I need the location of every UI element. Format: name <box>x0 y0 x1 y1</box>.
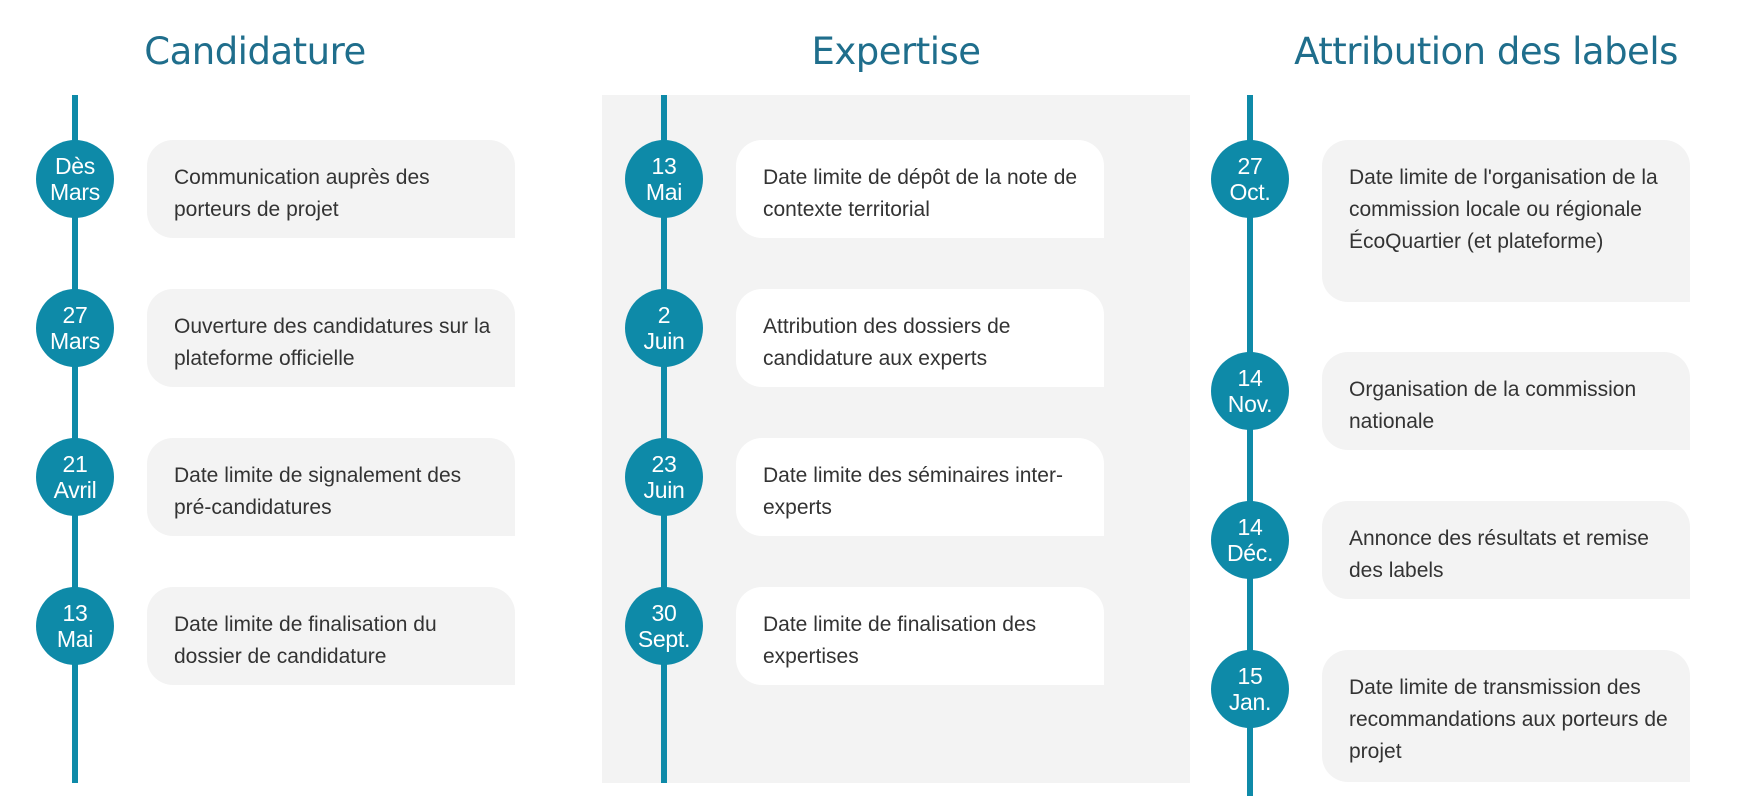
date-month: Déc. <box>1226 540 1274 566</box>
date-badge: 21 Avril <box>36 438 114 516</box>
event-card: Date limite de dépôt de la note de conte… <box>736 140 1104 238</box>
date-day: 23 <box>651 451 677 477</box>
date-badge: Dès Mars <box>36 140 114 218</box>
date-badge: 2 Juin <box>625 289 703 367</box>
event-card: Date limite de signalement des pré-candi… <box>147 438 515 536</box>
date-day: 27 <box>62 302 88 328</box>
event-card: Ouverture des candidatures sur la platef… <box>147 289 515 387</box>
date-month: Avril <box>53 477 97 503</box>
date-day: Dès <box>54 153 95 179</box>
date-day: 14 <box>1237 365 1263 391</box>
date-badge: 27 Mars <box>36 289 114 367</box>
column-title: Expertise <box>811 30 981 73</box>
event-card: Date limite de l'organisation de la comm… <box>1322 140 1690 302</box>
date-badge: 15 Jan. <box>1211 650 1289 728</box>
date-month: Sept. <box>637 626 691 652</box>
date-badge: 30 Sept. <box>625 587 703 665</box>
date-badge: 13 Mai <box>625 140 703 218</box>
event-card: Date limite de finalisation du dossier d… <box>147 587 515 685</box>
date-badge: 23 Juin <box>625 438 703 516</box>
date-month: Juin <box>643 477 685 503</box>
date-month: Nov. <box>1227 391 1273 417</box>
date-month: Mai <box>645 179 683 205</box>
date-month: Mars <box>50 328 100 354</box>
event-card: Attribution des dossiers de candidature … <box>736 289 1104 387</box>
date-badge: 13 Mai <box>36 587 114 665</box>
date-month: Mars <box>50 179 100 205</box>
date-day: 13 <box>651 153 677 179</box>
date-badge: 14 Déc. <box>1211 501 1289 579</box>
event-card: Date limite de transmission des recomman… <box>1322 650 1690 782</box>
date-month: Juin <box>643 328 685 354</box>
column-title: Candidature <box>144 30 366 73</box>
date-badge: 14 Nov. <box>1211 352 1289 430</box>
date-day: 2 <box>657 302 671 328</box>
event-card: Date limite de finalisation des expertis… <box>736 587 1104 685</box>
column-expertise: Expertise 13 Mai Date limite de dépôt de… <box>602 0 1190 796</box>
date-day: 13 <box>62 600 88 626</box>
event-card: Organisation de la commission nationale <box>1322 352 1690 450</box>
date-day: 21 <box>62 451 88 477</box>
column-candidature: Candidature Dès Mars Communication auprè… <box>0 0 580 796</box>
timeline-line <box>1247 95 1253 796</box>
column-title: Attribution des labels <box>1294 30 1678 73</box>
date-day: 15 <box>1237 663 1263 689</box>
date-day: 14 <box>1237 514 1263 540</box>
date-month: Jan. <box>1228 689 1272 715</box>
date-badge: 27 Oct. <box>1211 140 1289 218</box>
event-card: Communication auprès des porteurs de pro… <box>147 140 515 238</box>
event-card: Annonce des résultats et remise des labe… <box>1322 501 1690 599</box>
date-day: 30 <box>651 600 677 626</box>
event-card: Date limite des séminaires inter-experts <box>736 438 1104 536</box>
date-month: Mai <box>56 626 94 652</box>
date-month: Oct. <box>1229 179 1271 205</box>
column-attribution: Attribution des labels 27 Oct. Date limi… <box>1190 0 1762 796</box>
date-day: 27 <box>1237 153 1263 179</box>
